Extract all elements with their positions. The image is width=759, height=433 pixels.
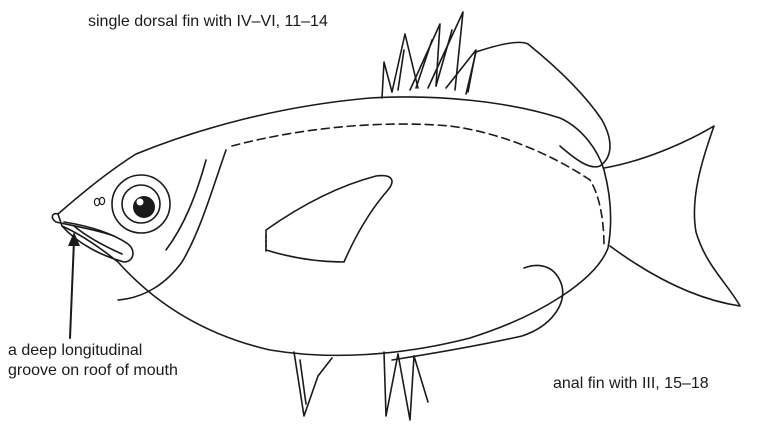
mouth-groove-label: a deep longitudinal groove on roof of mo… (8, 341, 178, 381)
groove-pointer-line (70, 240, 74, 338)
gill-cover (118, 150, 226, 300)
body-outline (58, 97, 611, 355)
pectoral-fin (266, 176, 392, 262)
anal-fin-spines (384, 352, 428, 420)
dorsal-soft-fin (466, 42, 610, 166)
lateral-line (232, 124, 604, 246)
mouth-groove-label-line2: groove on roof of mouth (8, 361, 178, 381)
mouth-groove-label-line1: a deep longitudinal (8, 341, 178, 361)
caudal-fin (604, 126, 740, 306)
nostril (99, 197, 104, 204)
dorsal-fin-label: single dorsal fin with IV–VI, 11–14 (88, 12, 328, 32)
eye (112, 175, 170, 233)
anal-fin-label: anal fin with III, 15–18 (553, 374, 709, 394)
nostril (94, 198, 99, 205)
dorsal-spiny-fin (382, 12, 476, 98)
anal-fin (392, 265, 563, 360)
